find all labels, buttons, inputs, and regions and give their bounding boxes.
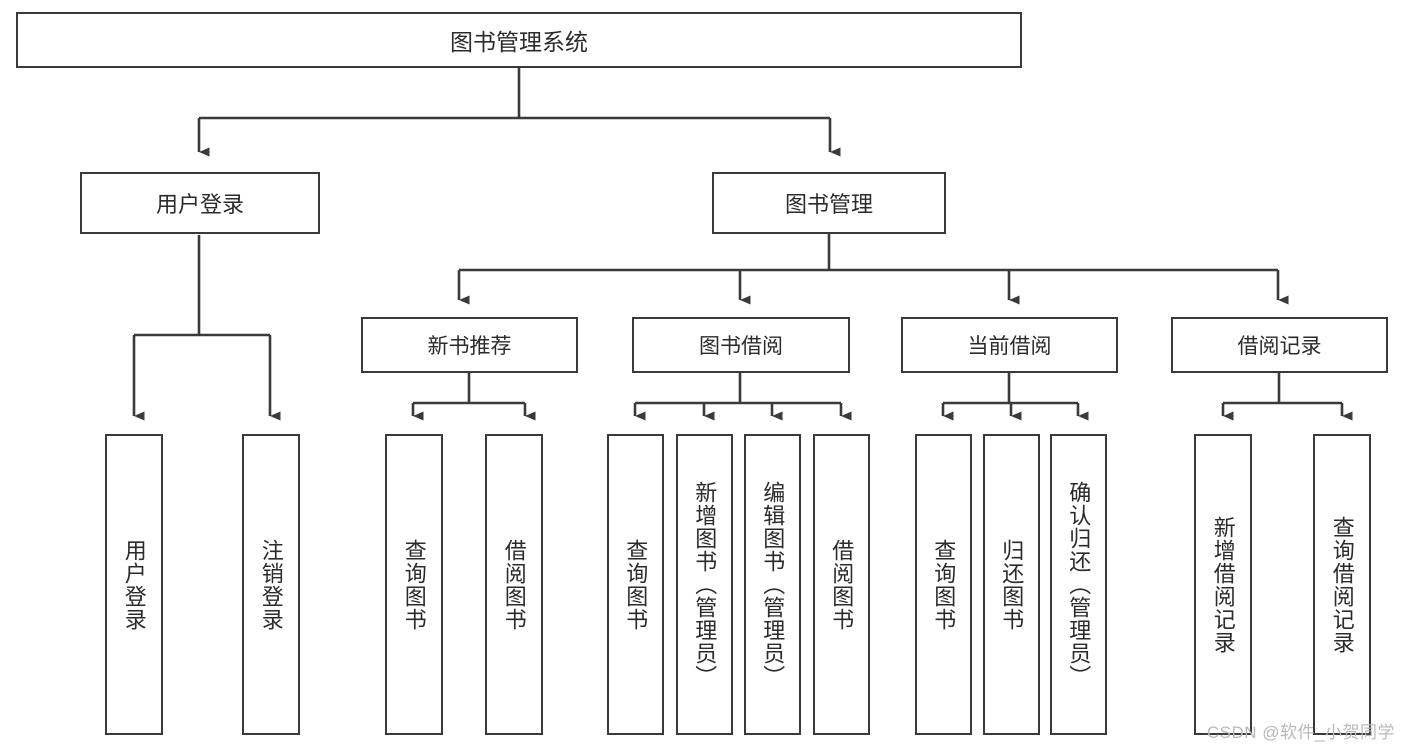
leaf-add-record-label: 新增借阅记录 xyxy=(1210,515,1236,654)
leaf-query-book-1-label: 查询图书 xyxy=(401,538,427,631)
leaf-confirm-return-label: 确认归还（管理员） xyxy=(1066,481,1092,688)
leaf-query-book-2[interactable]: 查询图书 xyxy=(607,434,664,735)
leaf-return-book[interactable]: 归还图书 xyxy=(983,434,1040,735)
node-root-label: 图书管理系统 xyxy=(450,29,588,55)
leaf-query-book-2-label: 查询图书 xyxy=(623,538,649,631)
node-current-borrow-label: 当前借阅 xyxy=(967,335,1052,358)
leaf-logout-login-label: 注销登录 xyxy=(258,538,284,631)
leaf-user-login-label: 用户登录 xyxy=(121,538,147,631)
leaf-borrow-book-1-label: 借阅图书 xyxy=(501,538,527,631)
leaf-query-book-3[interactable]: 查询图书 xyxy=(915,434,972,735)
leaf-borrow-book-2-label: 借阅图书 xyxy=(829,538,855,631)
leaf-user-login[interactable]: 用户登录 xyxy=(105,434,163,735)
leaf-add-book[interactable]: 新增图书（管理员） xyxy=(676,434,733,735)
node-book-management[interactable]: 图书管理 xyxy=(712,172,946,234)
leaf-edit-book[interactable]: 编辑图书（管理员） xyxy=(744,434,801,735)
node-book-borrow-label: 图书借阅 xyxy=(699,335,783,358)
leaf-add-book-label: 新增图书（管理员） xyxy=(692,481,718,688)
node-borrow-record[interactable]: 借阅记录 xyxy=(1171,317,1388,373)
node-user-login[interactable]: 用户登录 xyxy=(80,172,320,234)
csdn-watermark: CSDN @软件_小贺同学 xyxy=(1206,723,1395,742)
node-book-borrow[interactable]: 图书借阅 xyxy=(632,317,850,373)
leaf-query-book-3-label: 查询图书 xyxy=(931,538,957,631)
leaf-query-record-label: 查询借阅记录 xyxy=(1329,515,1355,654)
leaf-query-record[interactable]: 查询借阅记录 xyxy=(1313,434,1371,735)
node-borrow-record-label: 借阅记录 xyxy=(1237,335,1322,358)
leaf-borrow-book-1[interactable]: 借阅图书 xyxy=(485,434,543,735)
leaf-add-record[interactable]: 新增借阅记录 xyxy=(1194,434,1252,735)
leaf-borrow-book-2[interactable]: 借阅图书 xyxy=(813,434,870,735)
node-book-management-label: 图书管理 xyxy=(784,192,873,217)
leaf-edit-book-label: 编辑图书（管理员） xyxy=(760,481,786,688)
node-user-login-label: 用户登录 xyxy=(155,192,244,217)
leaf-query-book-1[interactable]: 查询图书 xyxy=(385,434,443,735)
node-current-borrow[interactable]: 当前借阅 xyxy=(901,317,1118,373)
node-new-book-recommend[interactable]: 新书推荐 xyxy=(361,317,578,373)
node-new-book-recommend-label: 新书推荐 xyxy=(427,335,512,358)
node-root[interactable]: 图书管理系统 xyxy=(16,12,1022,68)
leaf-return-book-label: 归还图书 xyxy=(999,538,1025,631)
leaf-logout-login[interactable]: 注销登录 xyxy=(242,434,300,735)
leaf-confirm-return[interactable]: 确认归还（管理员） xyxy=(1050,434,1107,735)
